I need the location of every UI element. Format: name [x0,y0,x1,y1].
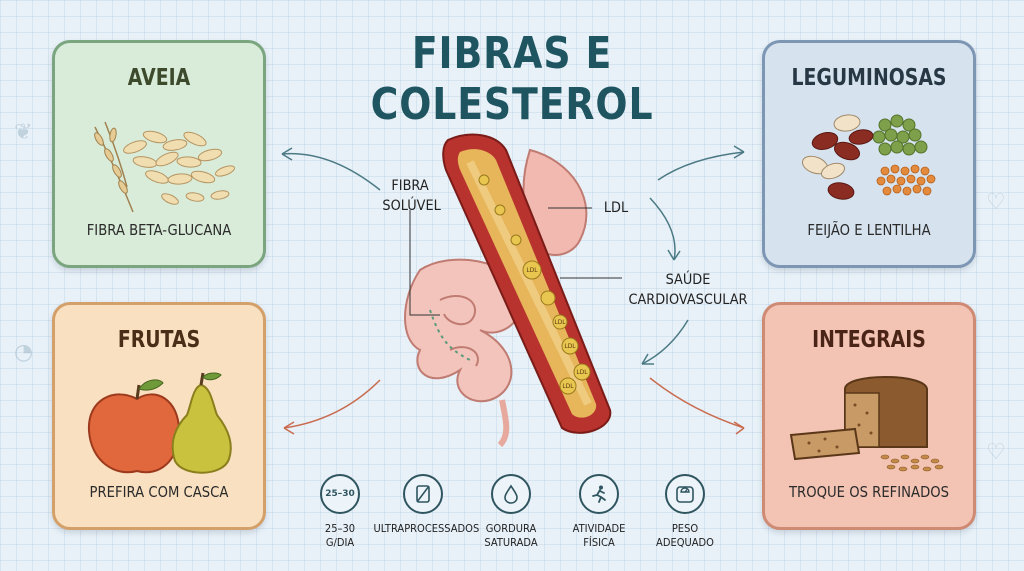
grams-icon: 25–30 [320,474,360,514]
fruits-illustration [87,372,232,474]
ldl-particles [478,174,591,395]
card-integrais-subtitle: TROQUE OS REFINADOS [788,483,950,501]
icon-ultraprocessados: ULTRAPROCESSADOS [368,474,480,536]
icon-peso-line1: PESO [671,522,699,535]
label-fibra-line1: FIBRA [391,178,429,194]
ldl-particle-label: LDL [526,267,538,274]
arrow-to-integrais [649,377,745,429]
oats-illustration [94,121,235,213]
card-integrais: INTEGRAIS TROQUE OS REFINADOS [762,302,976,530]
card-frutas-title: FRUTAS [117,327,201,353]
card-leguminosas: LEGUMINOSAS FEIJÃO E LENTILHA [762,40,976,268]
ldl-particle-label: LDL [562,383,574,390]
icon-ultraprocessados-line1: ULTRAPROCESSADOS [373,522,480,535]
drop-icon [491,474,531,514]
card-leguminosas-subtitle: FEIJÃO E LENTILHA [807,221,931,239]
icon-gordura-line1: GORDURA [485,522,537,535]
arrow-to-frutas [283,379,381,429]
icon-gordura-line2: SATURADA [484,536,538,549]
ldl-particle-label: LDL [554,319,566,326]
artery-intestine-illustration: LDL LDL LDL LDL LDL [281,133,745,448]
arrow-to-aveia [281,152,381,191]
apple-decoration-icon: ◔ [14,340,34,365]
label-fibra-soluvel: FIBRA SOLÚVEL [382,176,441,216]
card-aveia: AVEIA FI [52,40,266,268]
label-saude-line2: CARDIOVASCULAR [628,292,748,308]
page-title: FIBRAS E COLESTEROL [370,28,654,130]
heart-decoration-icon: ♡ [986,190,1006,215]
bread-illustration [789,376,944,472]
card-frutas: FRUTAS PREFIRA COM CASCA [52,302,266,530]
label-ldl: LDL [603,200,629,216]
legumes-illustration [801,114,936,200]
processed-food-icon [403,474,443,514]
icon-grams-line1: 25–30 [324,522,356,535]
label-saude-cardiovascular: SAÚDE CARDIOVASCULAR [624,270,753,310]
card-leguminosas-title: LEGUMINOSAS [791,65,947,91]
icon-grams-line2: G/DIA [325,536,355,549]
icon-atividade-line2: FÍSICA [583,536,615,549]
scale-icon [665,474,705,514]
label-saude-line1: SAÚDE [665,272,711,288]
leaf-decoration-icon: ❦ [14,120,33,145]
arrow-to-leguminosas [657,151,745,181]
card-aveia-subtitle: FIBRA BETA-GLUCANA [86,221,232,239]
card-aveia-title: AVEIA [127,65,191,91]
ldl-particle-label: LDL [564,343,576,350]
ldl-particle-label: LDL [576,369,588,376]
icon-atividade-line1: ATIVIDADE [572,522,626,535]
card-frutas-subtitle: PREFIRA COM CASCA [89,483,229,501]
label-fibra-line2: SOLÚVEL [382,198,441,214]
runner-icon [579,474,619,514]
icon-peso-line2: ADEQUADO [656,536,714,549]
heart-decoration-icon: ♡ [986,440,1006,465]
card-integrais-title: INTEGRAIS [812,327,926,353]
